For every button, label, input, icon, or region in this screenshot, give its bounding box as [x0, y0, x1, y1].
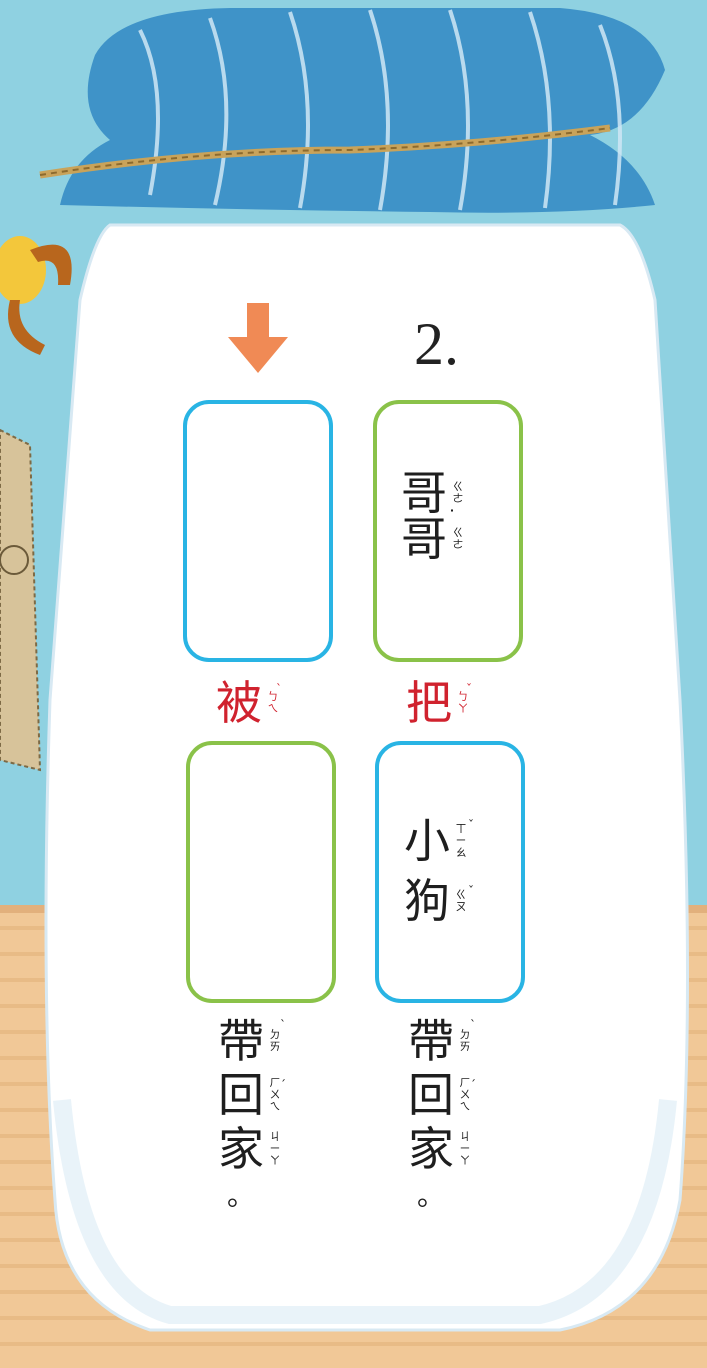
right-period: 。 — [416, 1179, 445, 1212]
left-period: 。 — [226, 1179, 255, 1212]
answer-box-left-bottom[interactable] — [186, 741, 336, 1003]
jar-body — [44, 223, 689, 1332]
answer-box-left-top[interactable] — [183, 400, 333, 662]
right-top-words: 哥 ㄍ ㄜ ˙ 哥 ㄍ ㄜ — [401, 470, 465, 562]
subject-box-right-top — [373, 400, 523, 662]
monkey-body — [0, 236, 46, 304]
right-bottom-words: 小 ㄒ ㄧ ㄠ ˇ 狗 ㄍ ㄡ ˇ — [404, 814, 474, 928]
char-ge-2: ˙ 哥 ㄍ ㄜ — [401, 506, 464, 566]
item-number: 2. — [414, 311, 459, 377]
left-predicate: 帶 ㄉㄞ ˋ 回 ㄏㄨㄟ ˊ 家 ㄐㄧㄚ 。 — [218, 1014, 286, 1212]
hanging-tag — [0, 428, 42, 772]
char-xiao: 小 ㄒ ㄧ ㄠ ˇ — [404, 814, 474, 868]
connector-bei: 被 ㄅ ㄟ ˋ — [216, 676, 282, 730]
connector-ba: 把 ㄅ ㄚ ˇ — [406, 676, 472, 730]
object-box-right-bottom — [375, 741, 525, 1003]
char-gou: 狗 ㄍ ㄡ ˇ — [404, 874, 474, 928]
right-predicate: 帶 ㄉㄞ ˋ 回 ㄏㄨㄟ ˊ 家 ㄐㄧㄚ 。 — [408, 1014, 476, 1212]
char-ge-1: 哥 ㄍ ㄜ — [401, 466, 464, 520]
down-arrow-icon — [228, 303, 288, 375]
jar-cloth-lid — [60, 8, 665, 213]
